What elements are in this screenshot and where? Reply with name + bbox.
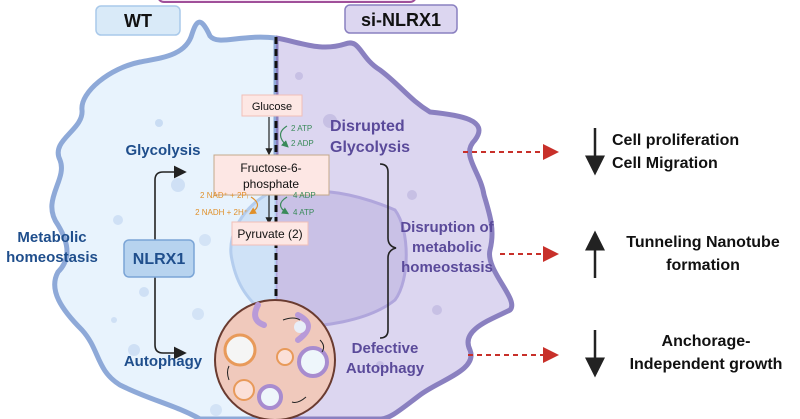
autophagy-label: Autophagy	[124, 353, 203, 370]
nad-in-label: 2 NAD⁺ + 2Pᵢ	[200, 191, 248, 200]
glycolysis-label: Glycolysis	[125, 142, 200, 159]
f6p-label-line1: Fructose-6-	[240, 161, 301, 175]
defective-line1: Defective	[352, 340, 419, 357]
adp-in-label: 4 ADP	[293, 191, 316, 200]
nlrx1-to-glycolysis-arrow	[154, 165, 187, 240]
outcome-2-line1: Tunneling Nanotube	[626, 234, 780, 251]
metabolic-label-line1: Metabolic	[17, 229, 86, 246]
disruption-line3: homeostasis	[401, 259, 493, 276]
outcome-3-line1: Anchorage-	[662, 333, 751, 350]
atp-out-label: 4 ATP	[293, 208, 314, 217]
nlrx1-to-autophagy-arrow	[154, 277, 187, 360]
si-nlrx1-cell	[276, 35, 515, 419]
autophagy-illustration	[214, 299, 336, 419]
disrupted-glycolysis-line2: Glycolysis	[330, 139, 410, 156]
disrupted-glycolysis-line1: Disrupted	[330, 118, 405, 135]
wt-label: WT	[124, 11, 152, 31]
si-nlrx1-label: si-NLRX1	[361, 10, 441, 30]
atp-curve-arrow	[279, 125, 289, 148]
title-banner	[158, 0, 416, 3]
nad-curve-arrow	[248, 196, 259, 215]
f6p-label-line2: phosphate	[243, 177, 299, 191]
adp-out-label: 2 ADP	[291, 139, 314, 148]
pyruvate-label: Pyruvate (2)	[237, 227, 302, 241]
outcome-1-line1: Cell proliferation	[612, 132, 739, 149]
nlrx1-label: NLRX1	[133, 251, 186, 268]
glucose-label: Glucose	[252, 101, 292, 113]
disruption-line2: metabolic	[412, 239, 482, 256]
disruption-line1: Disruption of	[400, 219, 494, 236]
outcome-2-line2: formation	[666, 257, 740, 274]
pyruvate-box	[231, 221, 309, 246]
wt-label-box	[95, 5, 181, 36]
metabolic-label-line2: homeostasis	[6, 249, 98, 266]
nadh-out-label: 2 NADH + 2H⁺	[195, 208, 248, 217]
nlrx1-box	[123, 239, 195, 278]
defective-line2: Autophagy	[346, 360, 425, 377]
outcome-1-line2: Cell Migration	[612, 155, 718, 172]
si-nlrx1-label-box	[344, 4, 458, 34]
outcome-3-line2: Independent growth	[630, 356, 783, 373]
glucose-box	[241, 94, 303, 117]
atp-in-label: 2 ATP	[291, 124, 312, 133]
adp-curve-arrow	[279, 196, 290, 215]
brace	[379, 163, 397, 339]
f6p-box	[213, 154, 330, 196]
